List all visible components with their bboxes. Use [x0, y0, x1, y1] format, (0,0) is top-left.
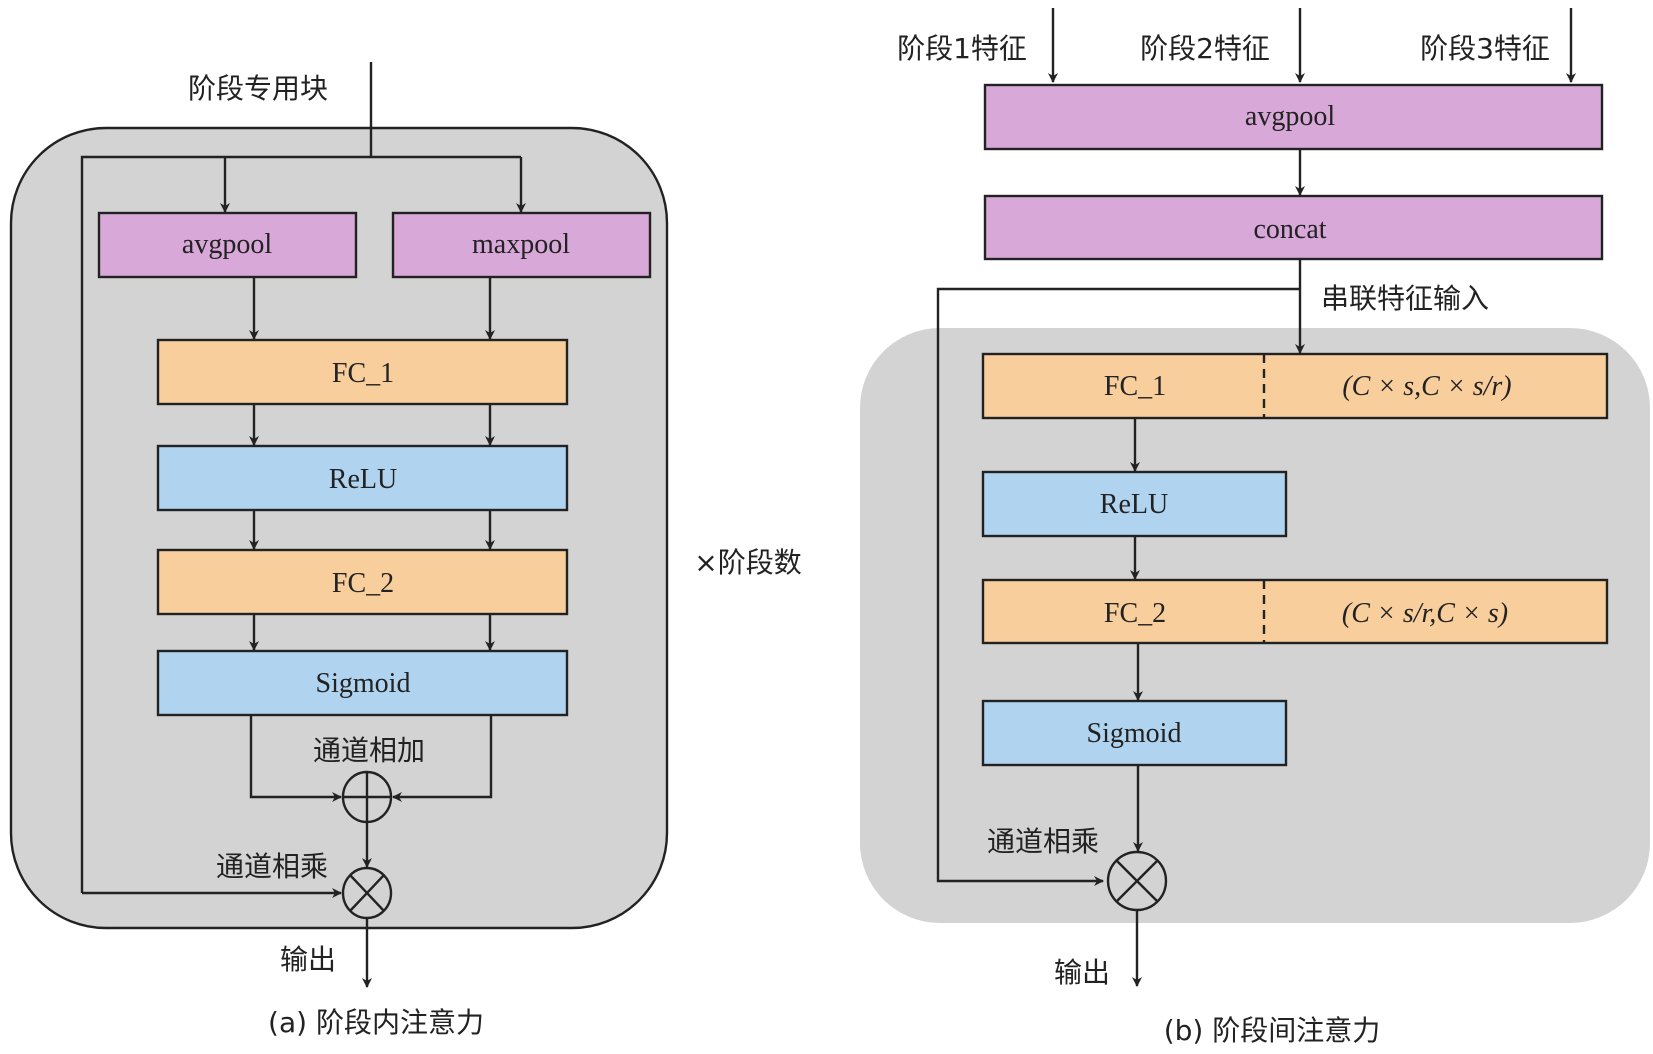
fc2-shape-label: (C × s/r,C × s)	[1342, 598, 1508, 629]
fc1-label: FC_1	[332, 358, 394, 389]
output-label: 输出	[280, 943, 336, 976]
arrow-sigmoid-add-right	[392, 715, 493, 802]
stage2-feature-label: 阶段2特征	[1140, 32, 1270, 65]
skip-line	[936, 287, 1300, 886]
maxpool-box	[391, 211, 652, 279]
fc1-box	[981, 352, 1609, 420]
avgpool-box	[983, 83, 1604, 151]
avgpool-label: avgpool	[1245, 101, 1335, 132]
panel-a-caption: (a) 阶段内注意力	[268, 1006, 484, 1039]
fc2-label: FC_2	[1104, 598, 1166, 629]
maxpool-label: maxpool	[472, 229, 570, 260]
relu-label: ReLU	[329, 464, 397, 495]
relu-label: ReLU	[1100, 489, 1168, 520]
concat-box	[983, 194, 1604, 261]
branch-line	[80, 155, 521, 893]
channel-add-icon	[341, 770, 393, 824]
fc1-box	[156, 338, 569, 406]
concat-input-label: 串联特征输入	[1321, 282, 1489, 315]
repeat-count-label: ×阶段数	[694, 546, 801, 579]
stage1-feature-label: 阶段1特征	[897, 32, 1027, 65]
panel-a-intra-stage-attention: avgpool maxpool FC_1 ReLU FC_2 Sigmoid 通…	[9, 62, 802, 1039]
panel-a-container	[9, 126, 669, 930]
fc2-box	[156, 548, 569, 616]
sigmoid-label: Sigmoid	[1087, 718, 1182, 749]
fc2-box	[981, 578, 1609, 645]
sigmoid-box	[156, 649, 569, 717]
panel-a-connectors	[80, 62, 526, 988]
fc2-label: FC_2	[332, 568, 394, 599]
channel-multiply-label: 通道相乘	[216, 850, 328, 883]
sigmoid-label: Sigmoid	[316, 668, 411, 699]
arrow-sigmoid-add-left	[249, 715, 342, 802]
sigmoid-box	[981, 699, 1288, 767]
output-label: 输出	[1054, 956, 1110, 989]
relu-box	[981, 470, 1288, 538]
panel-b-caption: (b) 阶段间注意力	[1164, 1014, 1381, 1047]
stage3-feature-label: 阶段3特征	[1420, 32, 1550, 65]
channel-multiply-icon	[1106, 850, 1168, 912]
channel-multiply-label: 通道相乘	[987, 825, 1099, 858]
avgpool-label: avgpool	[182, 229, 272, 260]
panel-b-inter-stage-attention: 阶段1特征 阶段2特征 阶段3特征 avgpool concat 串联特征输入 …	[860, 8, 1650, 1047]
avgpool-box	[97, 211, 358, 279]
channel-multiply-icon	[341, 866, 393, 920]
panel-b-connectors	[936, 8, 1576, 987]
channel-add-label: 通道相加	[313, 734, 425, 767]
fc1-shape-label: (C × s,C × s/r)	[1342, 371, 1511, 402]
concat-label: concat	[1253, 214, 1326, 245]
relu-box	[156, 444, 569, 512]
input-label: 阶段专用块	[188, 72, 328, 105]
fc1-label: FC_1	[1104, 371, 1166, 402]
